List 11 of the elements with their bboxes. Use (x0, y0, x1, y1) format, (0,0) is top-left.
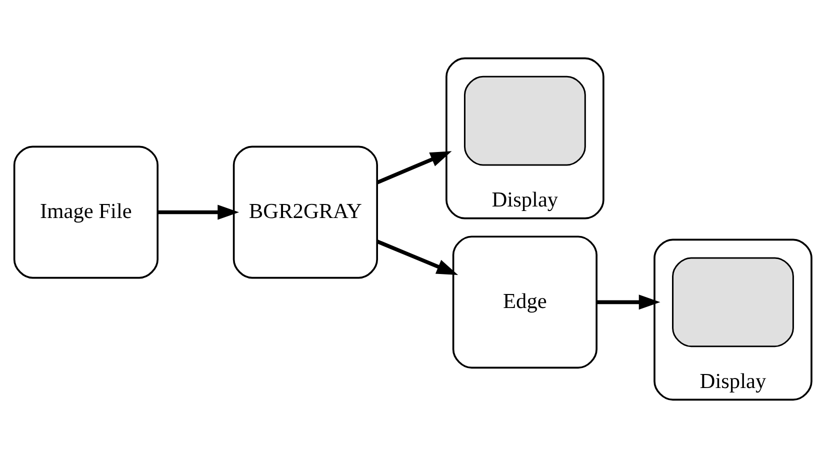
cluster: Display (654, 238, 812, 400)
arrow (158, 204, 240, 220)
node-box (672, 256, 794, 347)
node-box (464, 75, 586, 166)
arrow (376, 239, 458, 275)
node-box: BGR2GRAY (232, 145, 378, 278)
cluster: Display (446, 56, 604, 219)
node-box: Image File (13, 145, 159, 278)
arrow (376, 150, 452, 184)
arrow (597, 294, 660, 310)
node-box: Edge (452, 235, 598, 368)
